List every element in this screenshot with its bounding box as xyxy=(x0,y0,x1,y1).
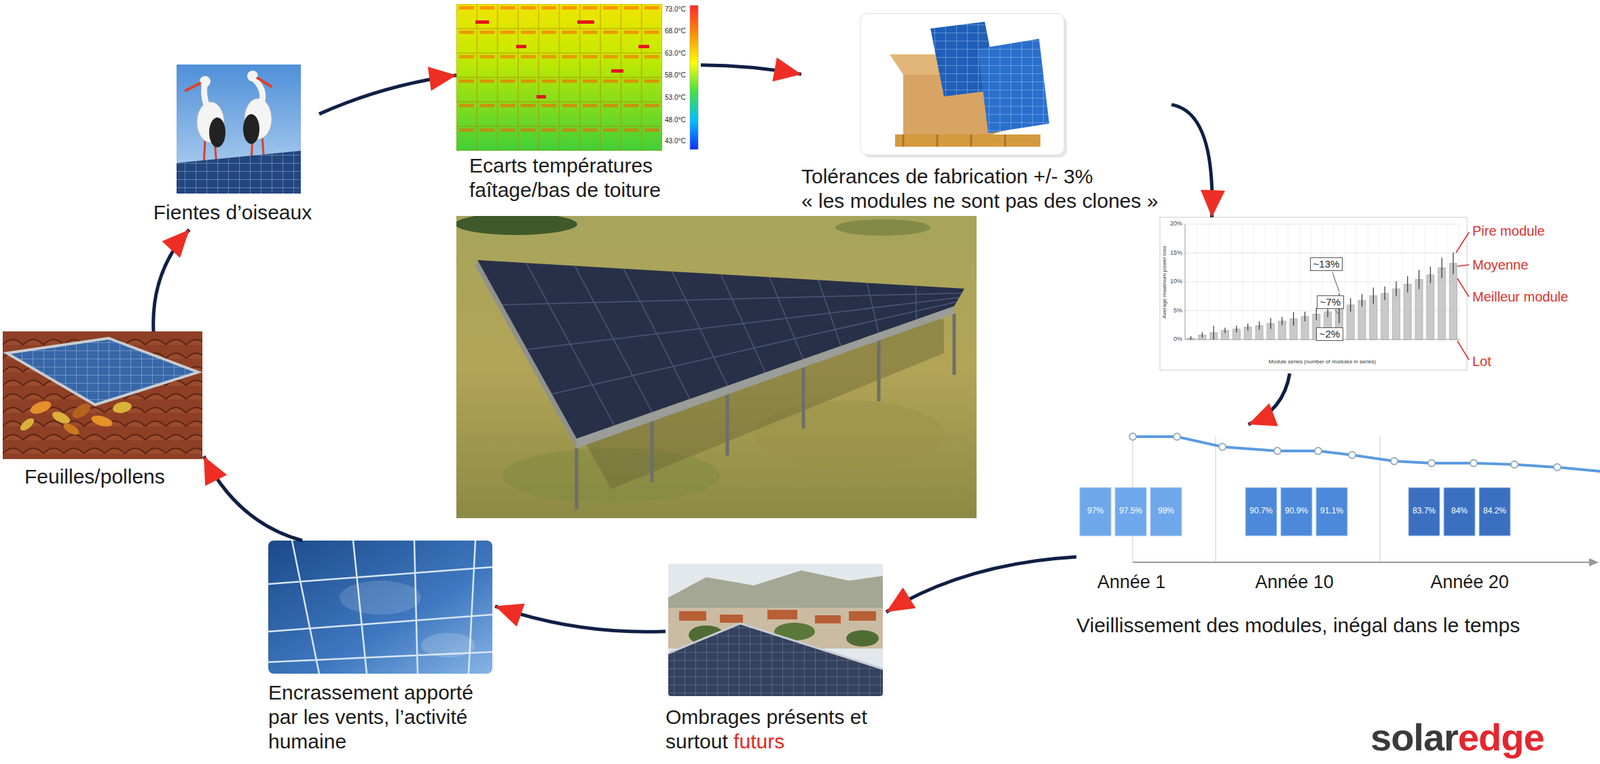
percent-value: 97% xyxy=(1087,506,1104,516)
callout-number: ~7% xyxy=(1316,295,1344,310)
scale-value: 48.0°C xyxy=(664,116,686,124)
caption-text: Feuilles/pollens xyxy=(24,464,166,489)
storks-photo xyxy=(176,64,301,194)
caption-text: Ecarts températures faîtage/bas de toitu… xyxy=(469,153,694,203)
caption: Ecarts températures faîtage/bas de toitu… xyxy=(469,153,694,203)
percent-value: 84% xyxy=(1451,506,1468,516)
percent-value: 83.7% xyxy=(1412,506,1436,516)
caption: Feuilles/pollens xyxy=(24,464,202,489)
caption-text: Vieillissement des modules, inégal dans … xyxy=(1076,613,1520,638)
scale-value: 63.0°C xyxy=(664,49,686,58)
arc-line xyxy=(203,456,303,541)
axis-tick: 15% xyxy=(1170,249,1183,257)
caption-text: Fientes d’oiseaux xyxy=(153,200,312,225)
arrow-head xyxy=(495,603,525,627)
thermal-image xyxy=(456,4,699,151)
arrow-head xyxy=(427,66,457,92)
cycle-arrow xyxy=(319,66,457,115)
module-loss-chart xyxy=(1159,217,1469,371)
chart-label: Pire module xyxy=(1472,223,1545,239)
caption-line: Feuilles/pollens xyxy=(24,464,202,489)
cycle-arrow xyxy=(153,229,190,332)
logo-text: edge xyxy=(1458,718,1545,757)
year-label: Année 10 xyxy=(1255,572,1334,593)
ageing-graph xyxy=(1079,433,1600,567)
scale-value: 43.0°C xyxy=(664,137,686,145)
percent-value: 84.2% xyxy=(1483,506,1507,516)
caption-line: Tolérances de fabrication +/- 3% xyxy=(801,164,1172,189)
chart-label: Moyenne xyxy=(1472,257,1529,273)
cycle-step: Encrassement apporté par les vents, l’ac… xyxy=(268,540,496,760)
percent-value: 90.7% xyxy=(1249,506,1273,516)
caption-line: Ecarts températures faîtage/bas de toitu… xyxy=(469,153,694,203)
callout-number: ~2% xyxy=(1316,327,1344,342)
scale-value: 58.0°C xyxy=(664,71,686,79)
arrow-head xyxy=(772,57,802,82)
cycle-arrow xyxy=(1171,104,1226,218)
cycle-step: Fientes d’oiseaux xyxy=(146,64,320,230)
scale-value: 53.0°C xyxy=(664,93,686,102)
axis-title: Average maximum power loss xyxy=(1162,245,1169,318)
arc-line xyxy=(886,556,1077,612)
caption: Ombrages présents et surtoutfuturs xyxy=(665,704,887,754)
percent-value: 90.9% xyxy=(1284,506,1308,516)
cycle-arrow xyxy=(1248,373,1290,426)
cycle-arrow xyxy=(203,456,303,541)
percent-value: 91.1% xyxy=(1320,506,1344,516)
logo: solaredge xyxy=(1370,718,1545,757)
caption-line: Vieillissement des modules, inégal dans … xyxy=(1076,613,1593,638)
cycle-step: ~13% ~7% ~2% Pire moduleMoyenneMeilleur mod… xyxy=(1159,217,1593,374)
arrow-head xyxy=(161,229,189,259)
caption-line: Ombrages présents et surtoutfuturs xyxy=(665,704,887,754)
chart-label: Lot xyxy=(1472,353,1492,369)
cycle-step: Vieillissement des modules, inégal dans … xyxy=(1076,424,1598,646)
cycle-step: Tolérances de fabrication +/- 3%« les mo… xyxy=(801,13,1172,216)
caption-text: Tolérances de fabrication +/- 3% xyxy=(801,164,1093,189)
logo-text: solar xyxy=(1370,718,1459,757)
caption-text: Encrassement apporté par les vents, l’ac… xyxy=(268,680,493,754)
caption-text: « les modules ne sont pas des clones » xyxy=(801,188,1158,214)
arrow-head xyxy=(203,456,227,487)
percent-value: 97.5% xyxy=(1119,506,1143,516)
axis-tick: 10% xyxy=(1170,278,1183,286)
arrow-head xyxy=(886,587,916,612)
caption-line: « les modules ne sont pas des clones » xyxy=(801,188,1172,214)
carport-photo xyxy=(456,215,977,519)
caption-line: Fientes d’oiseaux xyxy=(146,200,320,225)
arrow-head xyxy=(1248,403,1279,427)
cycle-step: Ombrages présents et surtoutfuturs xyxy=(665,563,887,758)
caption: Tolérances de fabrication +/- 3%« les mo… xyxy=(801,164,1172,214)
cycle-arrow xyxy=(495,603,666,632)
scale-value: 68.0°C xyxy=(664,27,686,35)
scale-value: 73.0°C xyxy=(664,5,686,13)
shading-photo xyxy=(668,563,883,697)
cycle-step: Ecarts températures faîtage/bas de toitu… xyxy=(456,4,701,208)
caption-text: futurs xyxy=(733,730,785,753)
soiling-photo xyxy=(268,540,493,674)
axis-tick: 0% xyxy=(1173,336,1183,343)
percent-value: 98% xyxy=(1157,506,1175,516)
axis-tick: 20% xyxy=(1170,220,1183,228)
caption: Vieillissement des modules, inégal dans … xyxy=(1076,613,1593,638)
boxes-image xyxy=(860,13,1067,158)
cycle-arrow xyxy=(886,556,1077,612)
cycle-step: Feuilles/pollens xyxy=(2,331,204,498)
arrow-head xyxy=(1200,189,1226,218)
chart-label: Meilleur module xyxy=(1472,289,1569,305)
year-label: Année 1 xyxy=(1097,572,1167,593)
cycle-arrow xyxy=(700,57,802,82)
axis-title: Module series (number of modules in seri… xyxy=(1268,359,1376,366)
year-label: Année 20 xyxy=(1430,572,1509,593)
caption: Encrassement apporté par les vents, l’ac… xyxy=(268,680,493,754)
arc-line xyxy=(153,229,190,332)
callout-number: ~13% xyxy=(1310,257,1344,272)
axis-tick: 5% xyxy=(1173,307,1183,315)
caption-line: Encrassement apporté par les vents, l’ac… xyxy=(268,680,493,754)
caption: Fientes d’oiseaux xyxy=(146,200,320,225)
leaves-photo xyxy=(2,331,203,460)
